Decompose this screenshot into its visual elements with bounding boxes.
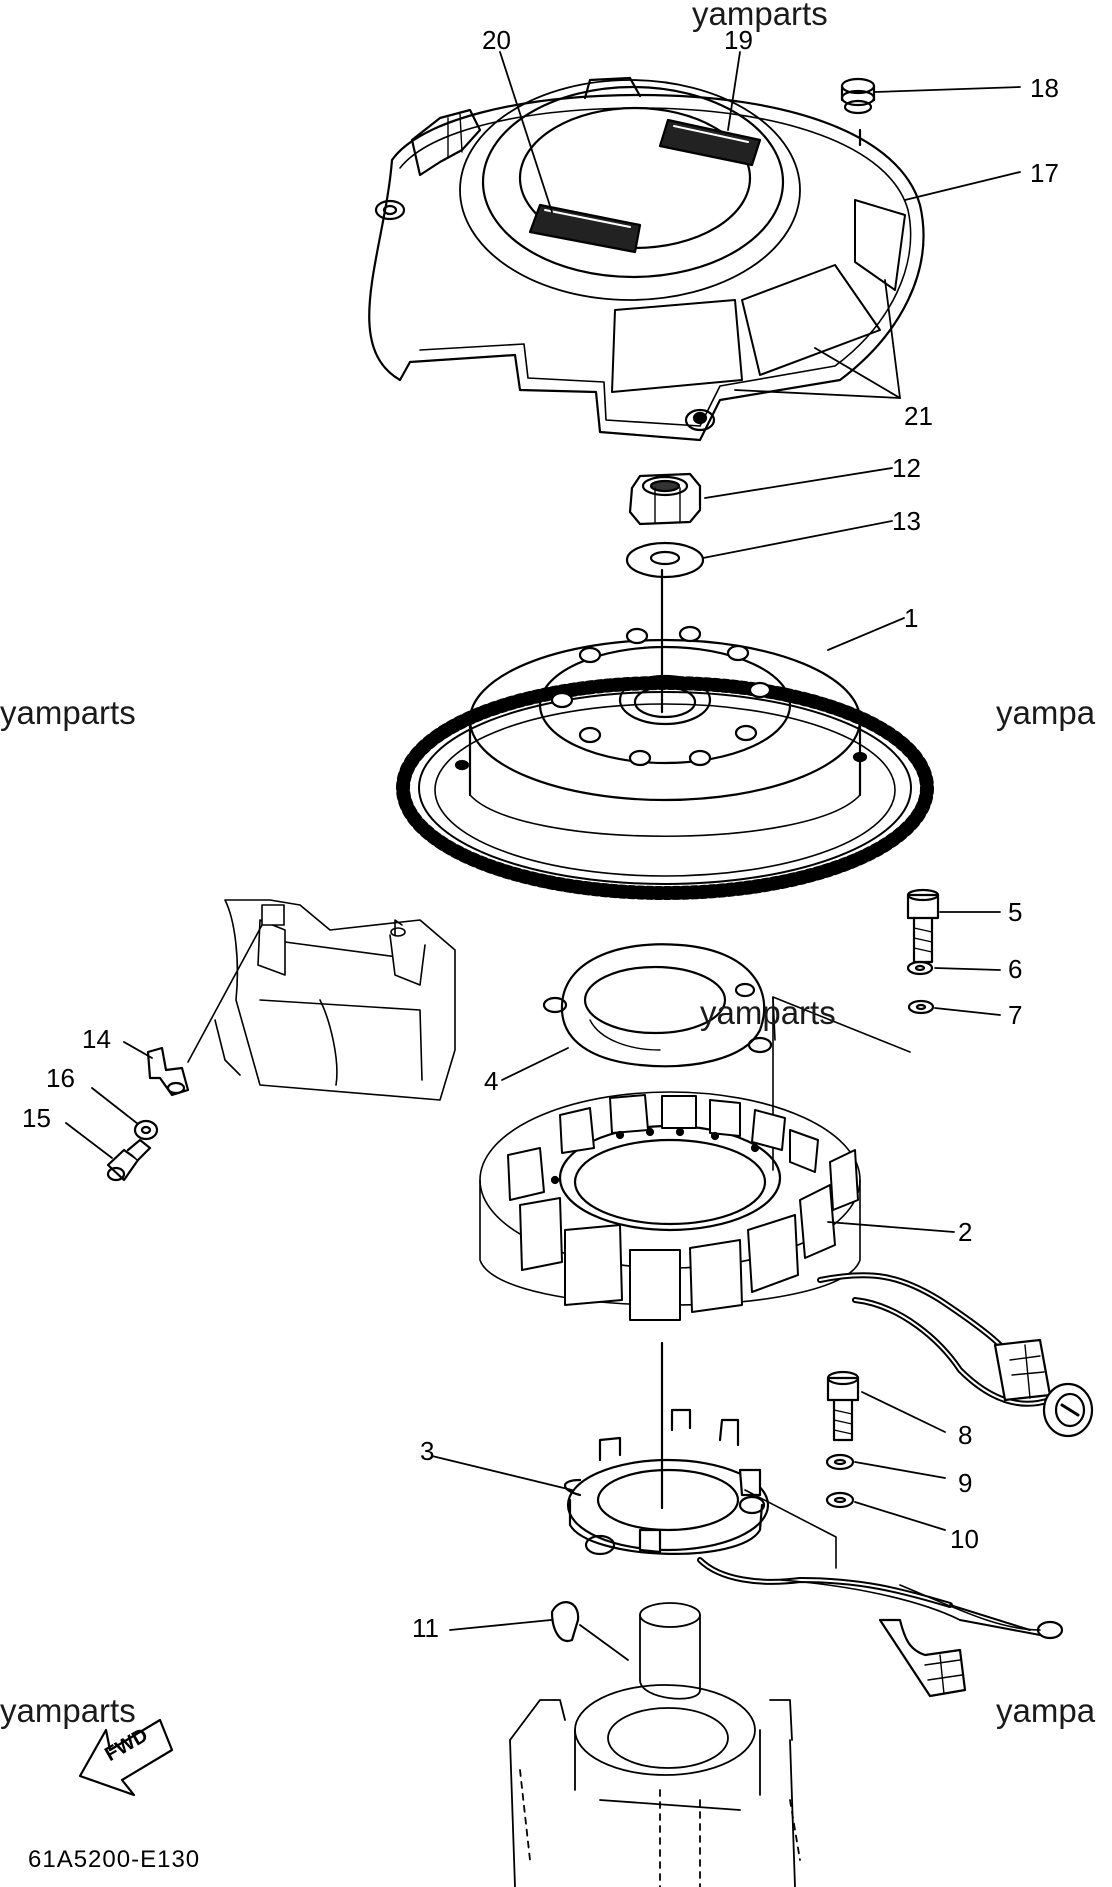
grommet-18 xyxy=(840,77,876,147)
callout-9: 9 xyxy=(958,1468,973,1498)
callout-7: 7 xyxy=(1008,1000,1023,1030)
watermark: yampa xyxy=(996,1692,1096,1729)
fwd-arrow-icon xyxy=(78,1718,174,1797)
callout-6: 6 xyxy=(1008,954,1023,984)
callout-18: 18 xyxy=(1030,73,1059,103)
callout-14: 14 xyxy=(82,1024,111,1054)
washer-10 xyxy=(825,1491,855,1509)
callout-1: 1 xyxy=(904,603,919,633)
callout-4: 4 xyxy=(484,1066,499,1096)
washer-9 xyxy=(825,1453,855,1471)
leader-lines xyxy=(65,51,1021,1661)
watermark: yamparts xyxy=(0,694,136,731)
callout-3: 3 xyxy=(420,1436,435,1466)
callout-8: 8 xyxy=(958,1420,973,1450)
leader-v-8 xyxy=(744,1489,837,1569)
ignition-box xyxy=(214,899,456,1101)
screw-8 xyxy=(826,1370,860,1442)
washer-7 xyxy=(907,999,935,1015)
watermark: yamparts xyxy=(0,1692,136,1729)
watermark: yampa xyxy=(996,694,1096,731)
callout-11: 11 xyxy=(412,1613,439,1643)
callout-16: 16 xyxy=(46,1063,75,1093)
stator-wire-harness xyxy=(817,1272,1094,1438)
screw-15 xyxy=(106,1138,152,1182)
watermark: yamparts xyxy=(700,994,836,1031)
leader-clip-box xyxy=(187,924,263,1063)
washer-16 xyxy=(133,1119,159,1141)
nut-12 xyxy=(628,472,702,526)
callout-15: 15 xyxy=(22,1103,51,1133)
stator xyxy=(479,1091,861,1321)
callout-13: 13 xyxy=(892,506,921,536)
callout-20: 20 xyxy=(482,25,511,55)
callout-12: 12 xyxy=(892,453,921,483)
bolt-5 xyxy=(906,888,940,964)
callout-21: 21 xyxy=(904,401,933,431)
callout-2: 2 xyxy=(958,1217,973,1247)
callout-5: 5 xyxy=(1008,897,1023,927)
flywheel-cover xyxy=(368,76,925,442)
callout-19: 19 xyxy=(724,25,753,55)
crankshaft-base xyxy=(509,1602,801,1887)
woodruff-key-11 xyxy=(550,1601,580,1643)
callout-10: 10 xyxy=(950,1524,979,1554)
clip-14 xyxy=(146,1046,190,1097)
washer-6 xyxy=(906,960,934,976)
callout-17: 17 xyxy=(1030,158,1059,188)
pulser-coil-base xyxy=(563,1408,1064,1698)
drawing-code: 61A5200-E130 xyxy=(28,1846,201,1873)
stator-plate xyxy=(542,943,773,1068)
watermark: yamparts xyxy=(692,0,828,32)
flywheel xyxy=(396,625,934,900)
washer-13 xyxy=(625,541,705,579)
